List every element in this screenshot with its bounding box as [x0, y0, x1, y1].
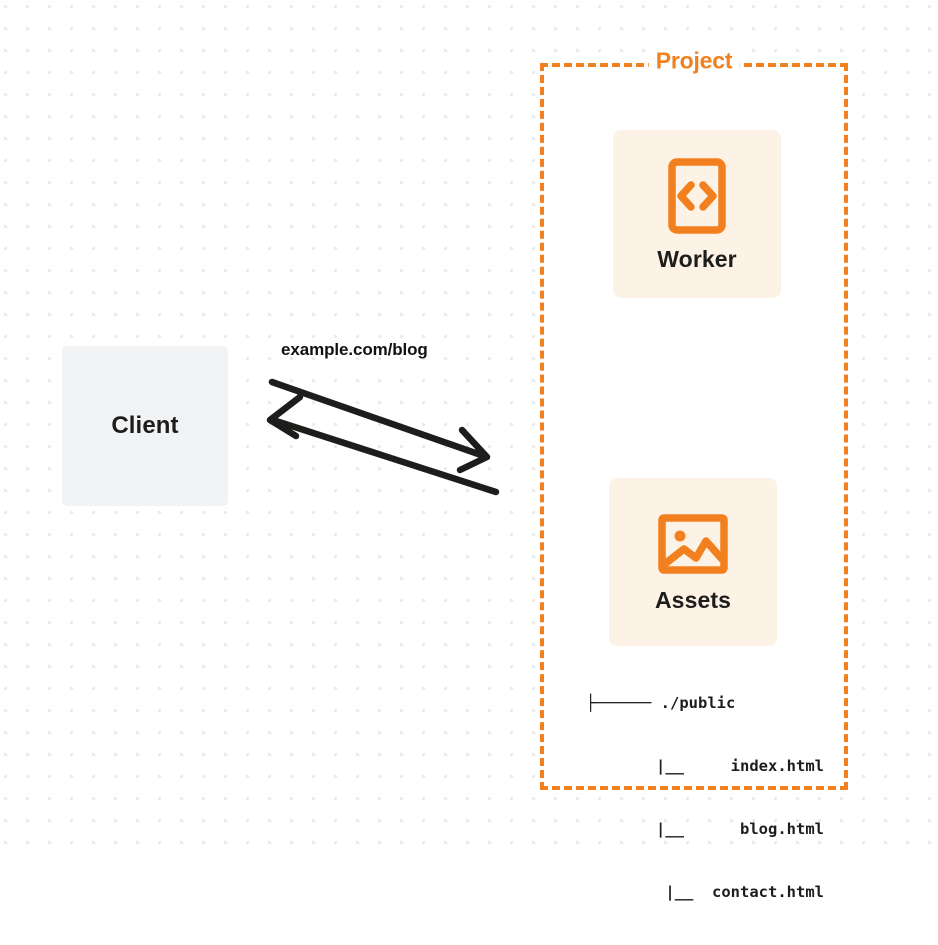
worker-service-label: Worker — [657, 245, 737, 272]
image-icon — [658, 513, 728, 574]
file-tree-item: |__ contact.html — [665, 883, 824, 901]
file-tree-root: ├────── ./public — [586, 694, 736, 712]
code-brackets-icon — [668, 157, 726, 234]
file-tree-item: |__ index.html — [656, 757, 824, 775]
edge-url-label: example.com/blog — [281, 340, 428, 359]
client-node-label: Client — [111, 412, 179, 439]
file-tree-item: |__ blog.html — [656, 820, 824, 838]
assets-file-tree: ├────── ./public |__ index.html |__ blog… — [578, 651, 828, 945]
assets-service-card[interactable]: Assets — [609, 478, 777, 646]
client-node[interactable]: Client — [62, 346, 228, 506]
project-group: Project Worker Assets ├────── ./public |… — [540, 49, 848, 901]
project-title: Project — [648, 49, 740, 73]
worker-service-card[interactable]: Worker — [613, 130, 781, 298]
assets-service-label: Assets — [654, 586, 732, 613]
